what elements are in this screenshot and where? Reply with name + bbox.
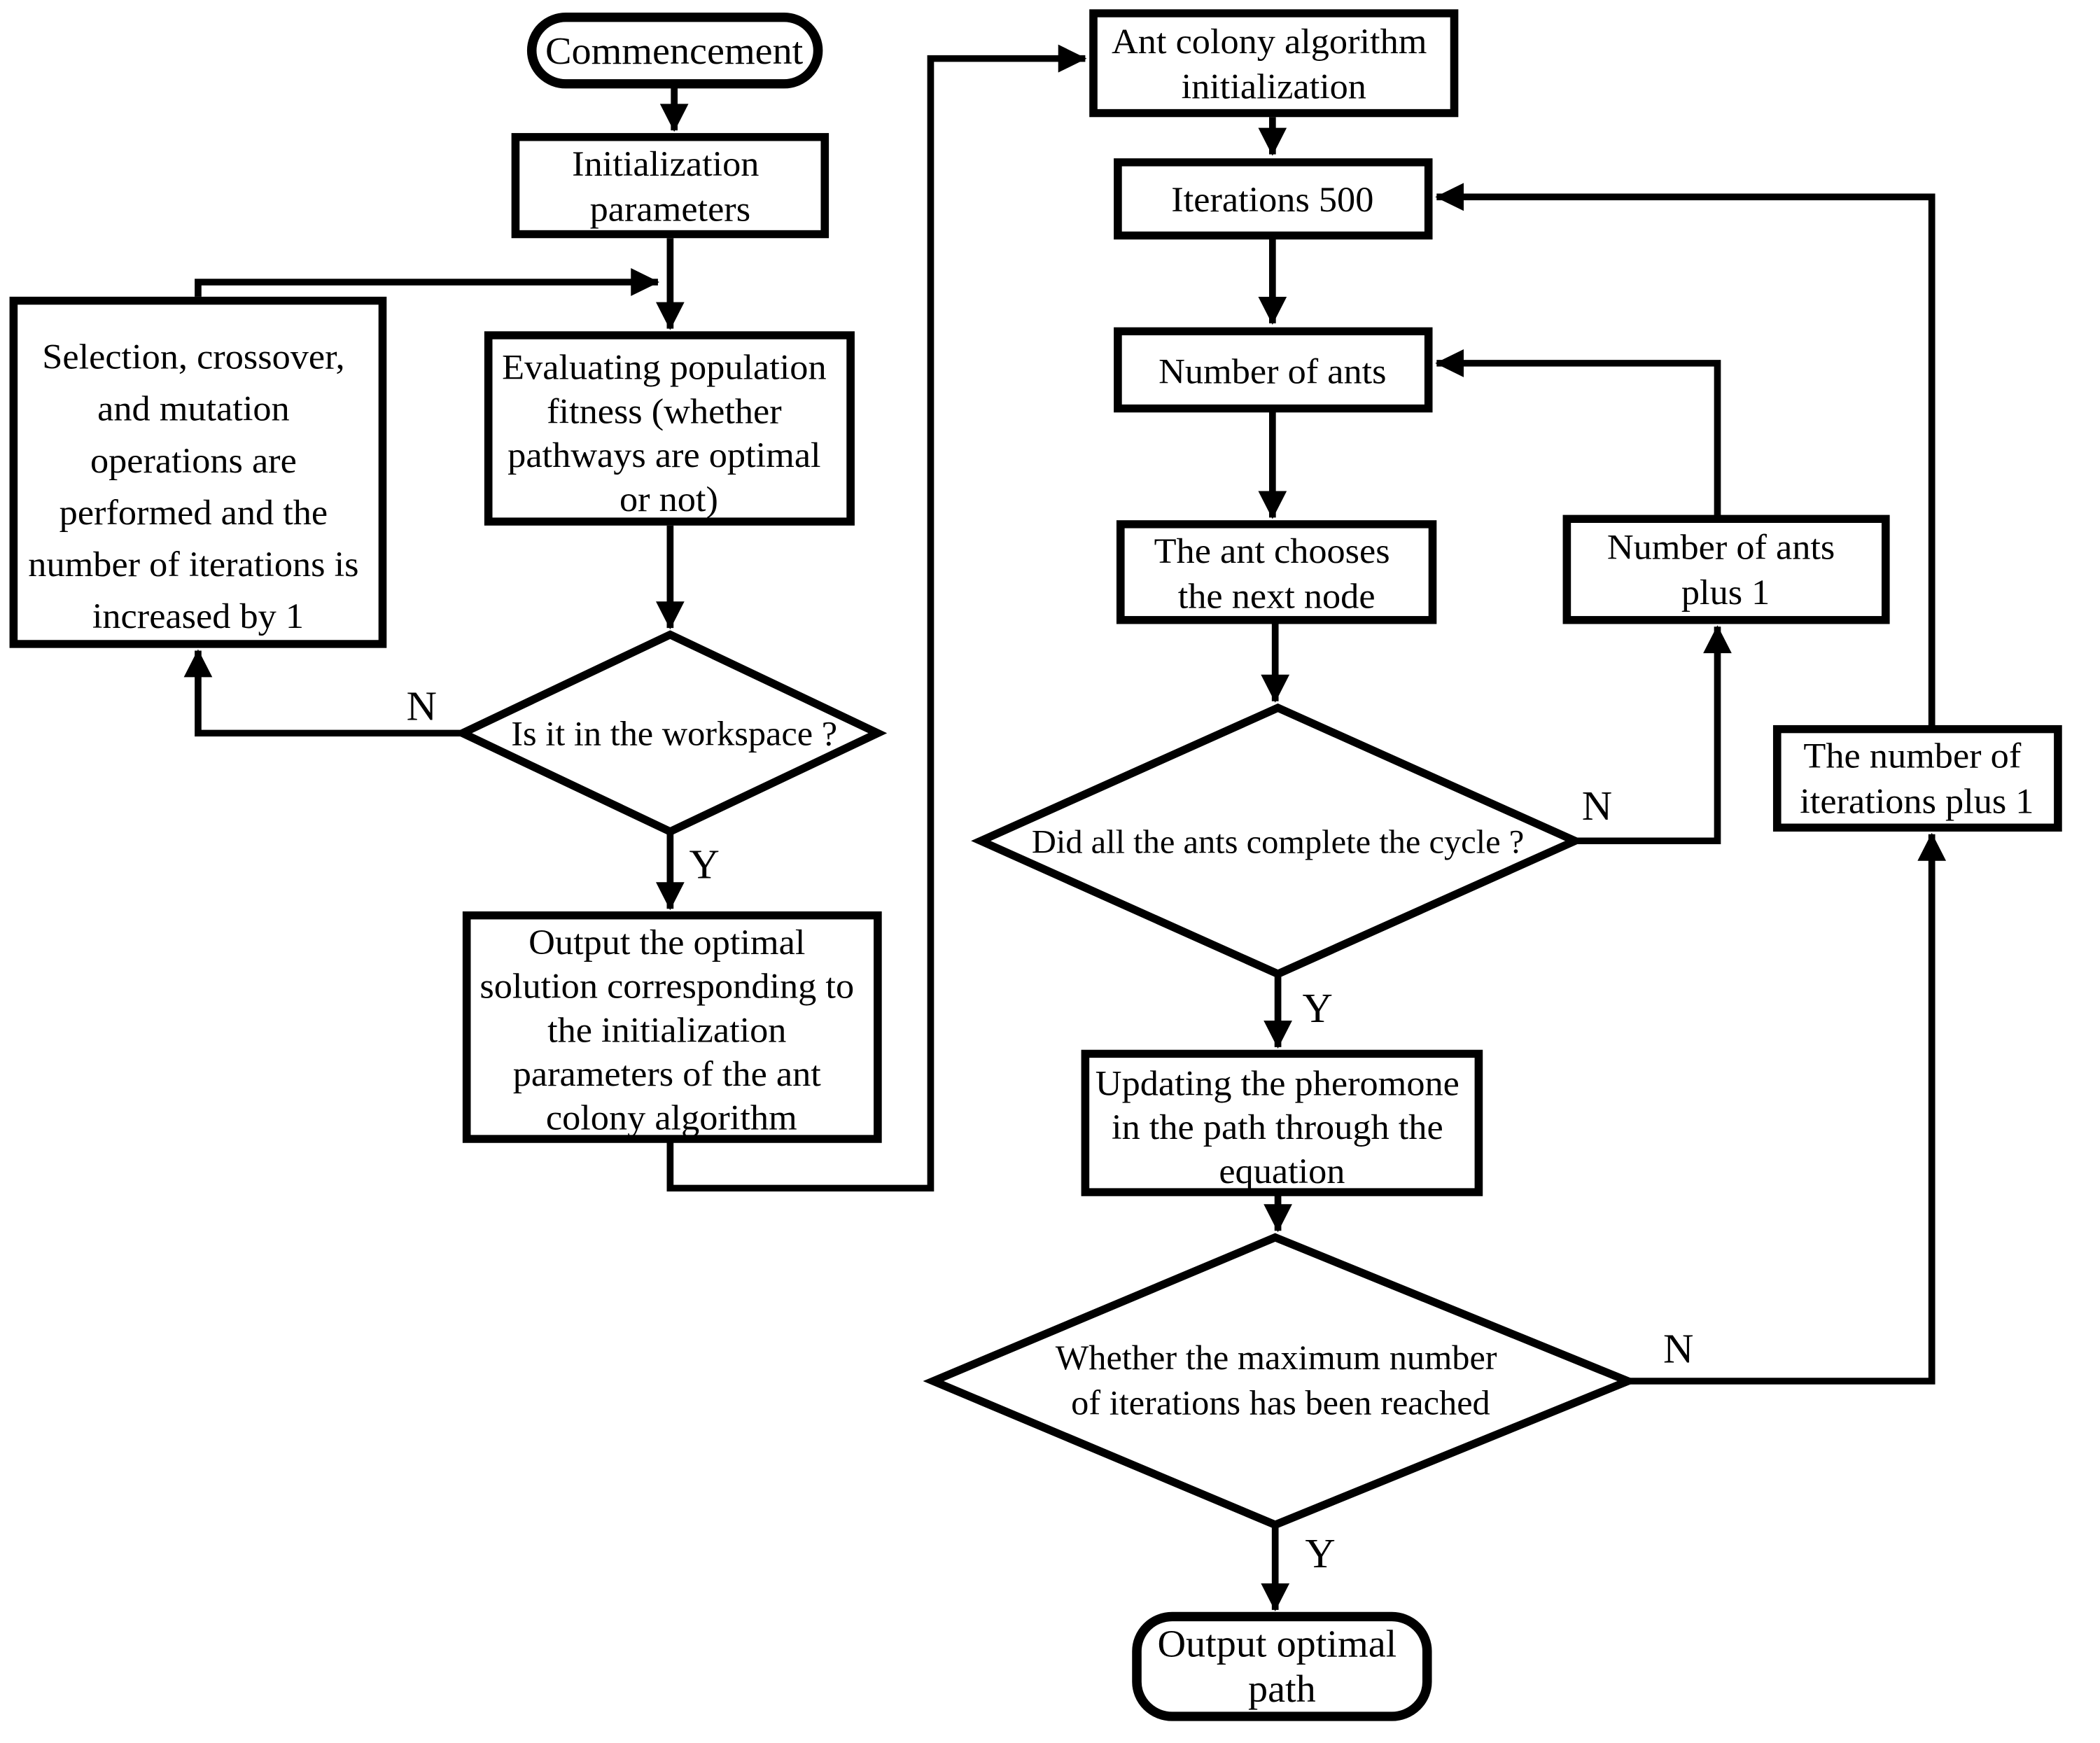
cycle-y-label: Y bbox=[1302, 985, 1332, 1030]
iterations-label: Iterations 500 bbox=[1171, 181, 1373, 220]
workspace-y-label: Y bbox=[689, 841, 719, 887]
number-of-ants-box bbox=[1114, 327, 1433, 413]
edge-max-iter-n-to-iter-plus1 bbox=[1628, 832, 1947, 1385]
aco-initialization-label: Ant colony algorithm initialization bbox=[1112, 22, 1436, 106]
output-solution-label: Output the optimal solution correspondin… bbox=[479, 923, 863, 1138]
edge-iter-plus1-to-iterations bbox=[1435, 183, 1935, 729]
iterations-box bbox=[1114, 158, 1433, 240]
max-iter-y-label: Y bbox=[1305, 1531, 1335, 1576]
iterations-plus-one-label: The number of iterations plus 1 bbox=[1800, 736, 2033, 821]
connectors bbox=[183, 44, 1947, 1611]
cycle-decision-diamond bbox=[971, 703, 1585, 979]
workspace-decision-label: Is it in the workspace ? bbox=[511, 715, 837, 752]
max-iterations-decision-diamond bbox=[923, 1233, 1639, 1530]
cycle-decision-label: Did all the ants complete the cycle ? bbox=[1032, 824, 1524, 860]
start-terminator-label: Commencement bbox=[545, 30, 804, 73]
start-terminator bbox=[526, 13, 823, 89]
edge-output-solution-to-aco-init bbox=[666, 44, 1087, 1192]
edge-ants-plus1-to-num-ants bbox=[1435, 349, 1721, 519]
choose-next-node-label: The ant chooses the next node bbox=[1154, 531, 1399, 616]
ants-plus-one-label: Number of ants plus 1 bbox=[1607, 528, 1844, 612]
edge-workspace-n-to-selection bbox=[183, 649, 463, 737]
aco-initialization-box bbox=[1089, 9, 1459, 118]
evaluate-fitness-box bbox=[484, 331, 855, 526]
workspace-decision-diamond bbox=[453, 630, 888, 836]
selection-crossover-mutation-box bbox=[9, 296, 387, 648]
workspace-n-label: N bbox=[407, 683, 437, 729]
update-pheromone-box bbox=[1081, 1049, 1483, 1196]
max-iter-n-label: N bbox=[1663, 1326, 1693, 1371]
edge-cycle-n-to-ants-plus1 bbox=[1575, 625, 1732, 845]
end-terminator bbox=[1132, 1611, 1432, 1721]
selection-crossover-mutation-label: Selection, crossover, and mutation opera… bbox=[28, 337, 368, 636]
initialization-parameters-box bbox=[511, 133, 830, 239]
max-iterations-decision-label: Whether the maximum number of iterations… bbox=[1056, 1338, 1506, 1422]
evaluate-fitness-label: Evaluating population fitness (whether p… bbox=[502, 348, 836, 519]
choose-next-node-box bbox=[1116, 520, 1437, 624]
number-of-ants-label: Number of ants bbox=[1158, 352, 1386, 391]
edge-selection-to-mainflow bbox=[195, 268, 659, 297]
ants-plus-one-box bbox=[1562, 514, 1890, 624]
update-pheromone-label: Updating the pheromone in the path throu… bbox=[1096, 1064, 1469, 1191]
cycle-n-label: N bbox=[1582, 783, 1612, 828]
output-solution-box bbox=[462, 911, 882, 1143]
end-terminator-label: Output optimal path bbox=[1157, 1623, 1406, 1711]
iterations-plus-one-box bbox=[1772, 724, 2062, 832]
initialization-parameters-label: Initialization parameters bbox=[572, 144, 768, 229]
